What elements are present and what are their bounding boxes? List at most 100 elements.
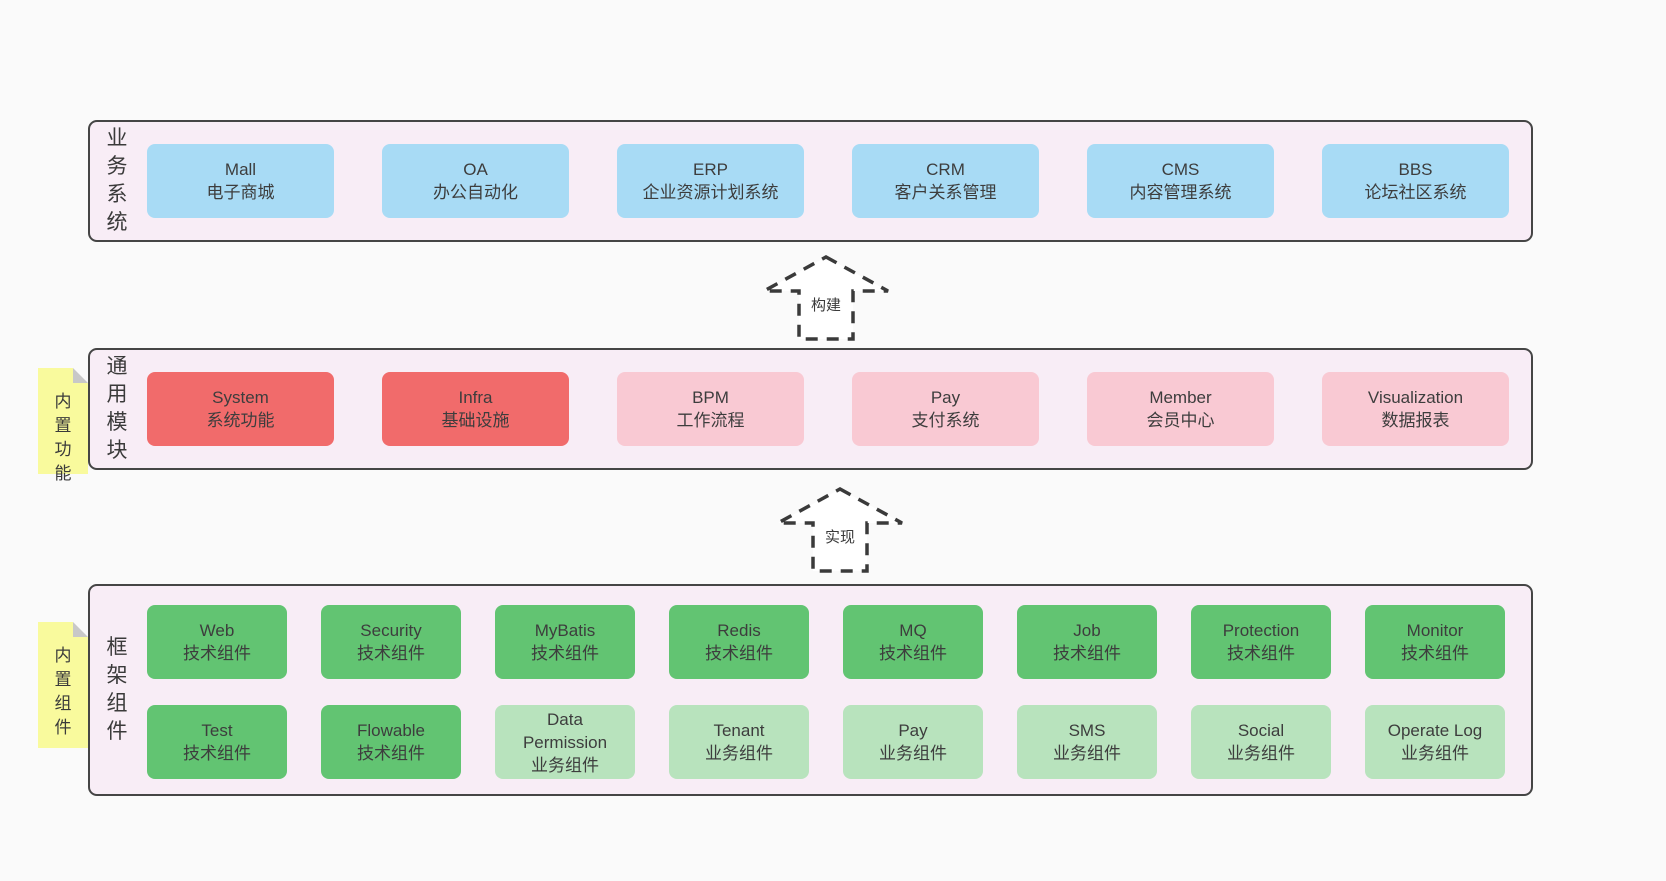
- box-mybatis: MyBatis 技术组件: [495, 605, 635, 679]
- box-test: Test 技术组件: [147, 705, 287, 779]
- box-subtitle: 论坛社区系统: [1364, 183, 1467, 202]
- box-subtitle: 业务组件: [705, 744, 773, 763]
- arrow-label: 构建: [806, 294, 846, 315]
- box-title: BPM: [692, 388, 729, 407]
- box-system: System 系统功能: [147, 372, 334, 446]
- box-subtitle: 技术组件: [357, 744, 425, 763]
- box-infra: Infra 基础设施: [382, 372, 569, 446]
- box-visualization: Visualization 数据报表: [1322, 372, 1509, 446]
- sticky-note-builtin-functions: 内置功能: [38, 368, 88, 483]
- box-mall: Mall 电子商城: [147, 144, 334, 218]
- box-mq: MQ 技术组件: [843, 605, 983, 679]
- sticky-note-builtin-components: 内置组件: [38, 622, 88, 748]
- box-title: Job: [1073, 621, 1101, 640]
- box-security: Security 技术组件: [321, 605, 461, 679]
- box-title: BBS: [1398, 160, 1433, 179]
- box-protection: Protection 技术组件: [1191, 605, 1331, 679]
- box-row: Test 技术组件 Flowable 技术组件 Data Permission …: [147, 705, 1505, 779]
- box-subtitle: 技术组件: [183, 744, 251, 763]
- box-title: CRM: [926, 160, 965, 179]
- implement-arrow: 实现: [770, 486, 910, 574]
- box-subtitle: 业务组件: [879, 744, 947, 763]
- box-subtitle: 技术组件: [1053, 644, 1121, 663]
- box-title: MyBatis: [534, 621, 596, 640]
- box-subtitle: 支付系统: [911, 411, 980, 430]
- box-oa: OA 办公自动化: [382, 144, 569, 218]
- box-title: CMS: [1161, 160, 1200, 179]
- folded-corner-icon: [73, 368, 88, 383]
- box-job: Job 技术组件: [1017, 605, 1157, 679]
- box-web: Web 技术组件: [147, 605, 287, 679]
- box-row: Mall 电子商城 OA 办公自动化 ERP 企业资源计划系统 CRM 客户关系…: [147, 144, 1509, 218]
- box-subtitle: 工作流程: [676, 411, 745, 430]
- box-title: Data Permission: [522, 709, 608, 752]
- arrow-label: 实现: [820, 526, 860, 547]
- box-member: Member 会员中心: [1087, 372, 1274, 446]
- box-data-permission: Data Permission 业务组件: [495, 705, 635, 779]
- box-pay-component: Pay 业务组件: [843, 705, 983, 779]
- box-title: Social: [1237, 721, 1285, 740]
- box-subtitle: 企业资源计划系统: [642, 183, 779, 202]
- box-title: Test: [201, 721, 233, 740]
- box-erp: ERP 企业资源计划系统: [617, 144, 804, 218]
- box-flowable: Flowable 技术组件: [321, 705, 461, 779]
- box-subtitle: 电子商城: [206, 183, 275, 202]
- box-title: Web: [199, 621, 235, 640]
- box-title: Tenant: [713, 721, 765, 740]
- box-subtitle: 数据报表: [1381, 411, 1450, 430]
- framework-components-panel: 框架组件 Web 技术组件 Security 技术组件 MyBatis 技术组件…: [88, 584, 1533, 796]
- box-title: Protection: [1222, 621, 1300, 640]
- box-title: Operate Log: [1387, 721, 1483, 740]
- box-subtitle: 业务组件: [531, 755, 599, 775]
- sticky-label: 内置功能: [54, 392, 72, 483]
- sticky-label: 内置组件: [54, 646, 72, 737]
- box-title: ERP: [693, 160, 728, 179]
- box-subtitle: 技术组件: [531, 644, 599, 663]
- box-title: Mall: [224, 160, 257, 179]
- box-subtitle: 基础设施: [441, 411, 510, 430]
- folded-corner-icon: [73, 622, 88, 637]
- box-cms: CMS 内容管理系统: [1087, 144, 1274, 218]
- box-subtitle: 客户关系管理: [894, 183, 997, 202]
- build-arrow: 构建: [756, 254, 896, 342]
- box-row: System 系统功能 Infra 基础设施 BPM 工作流程 Pay 支付系统…: [147, 372, 1509, 446]
- box-title: Visualization: [1367, 388, 1464, 407]
- box-subtitle: 内容管理系统: [1129, 183, 1232, 202]
- box-subtitle: 技术组件: [183, 644, 251, 663]
- box-tenant: Tenant 业务组件: [669, 705, 809, 779]
- box-subtitle: 技术组件: [705, 644, 773, 663]
- box-crm: CRM 客户关系管理: [852, 144, 1039, 218]
- box-title: Security: [360, 621, 422, 640]
- box-title: Monitor: [1406, 621, 1464, 640]
- box-title: Pay: [898, 721, 928, 740]
- box-subtitle: 办公自动化: [433, 183, 518, 202]
- box-subtitle: 业务组件: [1401, 744, 1469, 763]
- layer-label-modules: 通用模块: [106, 355, 128, 462]
- box-title: Member: [1149, 388, 1212, 407]
- common-modules-panel: 通用模块 System 系统功能 Infra 基础设施 BPM 工作流程 Pay…: [88, 348, 1533, 470]
- box-title: Redis: [717, 621, 761, 640]
- box-subtitle: 技术组件: [1401, 644, 1469, 663]
- box-subtitle: 系统功能: [206, 411, 275, 430]
- box-title: Pay: [930, 388, 961, 407]
- box-sms: SMS 业务组件: [1017, 705, 1157, 779]
- box-subtitle: 技术组件: [879, 644, 947, 663]
- box-title: OA: [463, 160, 488, 179]
- box-subtitle: 业务组件: [1053, 744, 1121, 763]
- box-redis: Redis 技术组件: [669, 605, 809, 679]
- box-bpm: BPM 工作流程: [617, 372, 804, 446]
- box-title: System: [212, 388, 269, 407]
- box-subtitle: 业务组件: [1227, 744, 1295, 763]
- box-subtitle: 会员中心: [1146, 411, 1215, 430]
- layer-label-business: 业务系统: [106, 127, 128, 234]
- box-pay: Pay 支付系统: [852, 372, 1039, 446]
- box-bbs: BBS 论坛社区系统: [1322, 144, 1509, 218]
- box-subtitle: 技术组件: [1227, 644, 1295, 663]
- box-monitor: Monitor 技术组件: [1365, 605, 1505, 679]
- layer-label-components: 框架组件: [106, 636, 128, 743]
- box-operate-log: Operate Log 业务组件: [1365, 705, 1505, 779]
- box-title: SMS: [1068, 721, 1106, 740]
- box-title: MQ: [899, 621, 927, 640]
- box-social: Social 业务组件: [1191, 705, 1331, 779]
- box-subtitle: 技术组件: [357, 644, 425, 663]
